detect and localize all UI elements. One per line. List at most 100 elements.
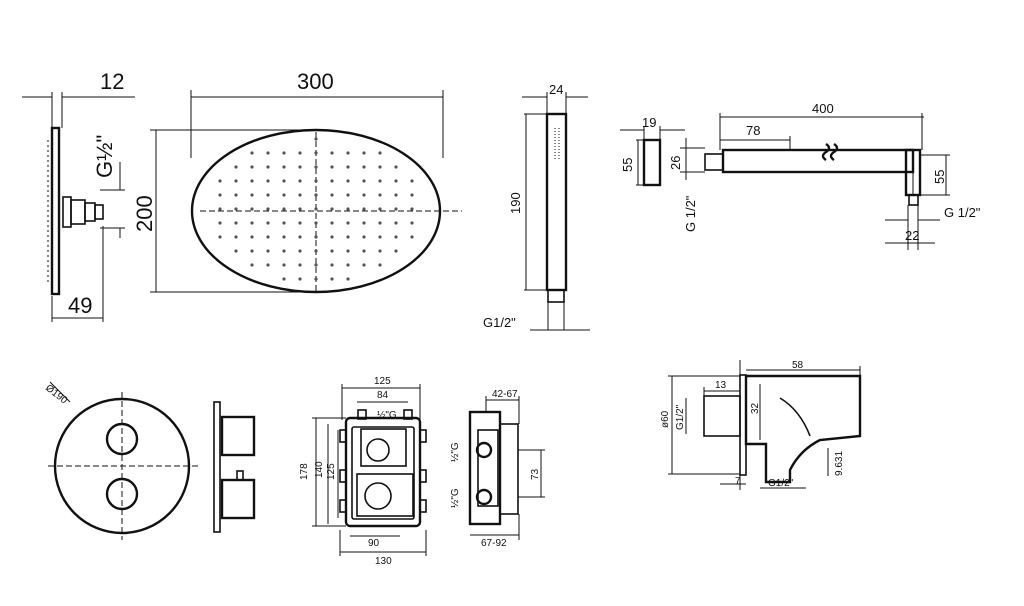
nozzle-dot — [330, 193, 334, 197]
nozzle-dot — [282, 221, 286, 225]
nozzle-dot — [298, 277, 302, 281]
nozzle-dot — [218, 207, 222, 211]
head-shower-side-view: 12 49 G½" — [22, 69, 135, 322]
nozzle-dot — [250, 151, 254, 155]
nozzle-dot — [234, 235, 238, 239]
nozzle-dot — [314, 249, 318, 253]
nozzle-dot — [394, 179, 398, 183]
nozzle-dot — [282, 165, 286, 169]
nozzle-dot — [282, 249, 286, 253]
dim-13: 13 — [715, 380, 727, 391]
nozzle-dot — [346, 249, 350, 253]
nozzle-dot — [218, 221, 222, 225]
nozzle-dot — [394, 193, 398, 197]
dim-7: 7 — [735, 476, 741, 487]
dim-400: 400 — [812, 101, 834, 116]
nozzle-dot — [362, 179, 366, 183]
nozzle-dot — [282, 235, 286, 239]
nozzle-dot — [378, 235, 382, 239]
nozzle-dot — [266, 151, 270, 155]
dim-22: 22 — [905, 228, 919, 243]
dim-32: 32 — [750, 402, 761, 414]
dim-g12-arm: G 1/2" — [944, 205, 981, 220]
nozzle-dot — [298, 193, 302, 197]
nozzle-dot — [282, 277, 286, 281]
nozzle-dot — [346, 263, 350, 267]
nozzle-dot — [314, 235, 318, 239]
hand-shower: 24 190 G1/2" — [483, 82, 590, 331]
dim-125-top: 125 — [374, 376, 391, 387]
nozzle-dot — [234, 165, 238, 169]
nozzle-dot — [378, 221, 382, 225]
nozzle-dot — [266, 179, 270, 183]
nozzle-dot — [330, 221, 334, 225]
nozzle-dot — [298, 263, 302, 267]
dim-12: 12 — [100, 69, 124, 94]
dim-g12-hand: G1/2" — [483, 315, 516, 330]
nozzle-dot — [314, 165, 318, 169]
nozzle-dot — [314, 263, 318, 267]
nozzle-dot — [250, 193, 254, 197]
nozzle-dot — [314, 179, 318, 183]
nozzle-dot — [266, 221, 270, 225]
dim-178: 178 — [299, 463, 310, 480]
nozzle-dot — [314, 221, 318, 225]
concealed-valve-side: 42-67 67-92 ½"G ½"G 73 — [450, 389, 545, 549]
nozzle-dot — [378, 249, 382, 253]
nozzle-dot — [362, 193, 366, 197]
head-shower-top-view: 300 200 — [132, 69, 462, 294]
dim-g-half: G½" — [92, 135, 117, 178]
nozzle-dot — [218, 193, 222, 197]
nozzle-dot — [330, 263, 334, 267]
nozzle-dot — [282, 193, 286, 197]
dim-g12-holder: G1/2" — [768, 478, 794, 489]
dim-190-hand: 190 — [508, 192, 523, 214]
nozzle-dot — [266, 193, 270, 197]
nozzle-dot — [362, 263, 366, 267]
nozzle-dot — [234, 193, 238, 197]
nozzle-dot — [346, 165, 350, 169]
nozzle-dot — [250, 207, 254, 211]
dim-58: 58 — [792, 360, 804, 371]
nozzle-dot — [298, 179, 302, 183]
nozzle-dot — [298, 249, 302, 253]
nozzle-dot — [298, 165, 302, 169]
nozzle-dot — [346, 221, 350, 225]
nozzle-dot — [298, 151, 302, 155]
nozzle-dot — [410, 179, 414, 183]
dim-67-92: 67-92 — [481, 538, 507, 549]
nozzle-dot — [346, 235, 350, 239]
nozzle-dot — [362, 207, 366, 211]
nozzle-dot — [282, 207, 286, 211]
nozzle-dot — [378, 151, 382, 155]
nozzle-dot — [250, 179, 254, 183]
nozzle-dot — [394, 235, 398, 239]
nozzle-dot — [282, 263, 286, 267]
nozzle-dot — [394, 207, 398, 211]
nozzle-dot — [266, 165, 270, 169]
nozzle-dot — [282, 151, 286, 155]
dim-140: 140 — [314, 461, 325, 478]
dim-24: 24 — [549, 82, 563, 97]
nozzle-dot — [234, 249, 238, 253]
nozzle-dot — [298, 207, 302, 211]
nozzle-dot — [378, 165, 382, 169]
dim-73: 73 — [530, 468, 541, 480]
dim-49: 49 — [68, 293, 92, 318]
nozzle-dot — [218, 179, 222, 183]
nozzle-dot — [362, 221, 366, 225]
dim-g12-arm-side: G 1/2" — [683, 195, 698, 232]
nozzle-dot — [282, 179, 286, 183]
concealed-valve-front: 125 84 ½"G 178 140 125 90 130 — [299, 376, 427, 567]
nozzle-dot — [314, 193, 318, 197]
nozzle-dot — [314, 151, 318, 155]
nozzle-dot — [362, 151, 366, 155]
wall-outlet-holder: 58 13 ø60 G1/2" 32 9.631 7 G1/2" — [660, 360, 862, 490]
dim-9-631: 9.631 — [834, 451, 845, 476]
nozzle-dot — [250, 263, 254, 267]
nozzle-dot — [394, 221, 398, 225]
dim-84: 84 — [377, 390, 389, 401]
nozzle-dot — [266, 263, 270, 267]
dim-90: 90 — [368, 538, 380, 549]
dim-55-right: 55 — [932, 170, 947, 184]
